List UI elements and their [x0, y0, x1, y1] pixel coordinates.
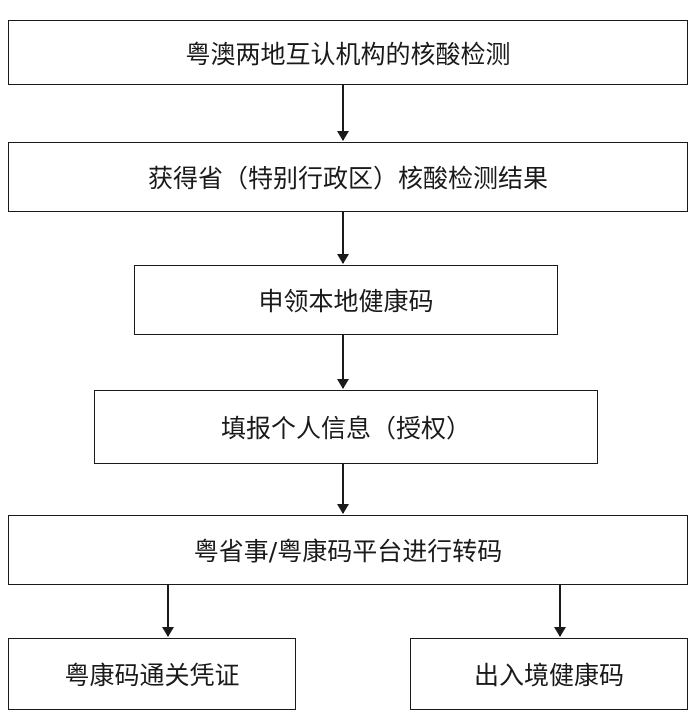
step-box-mutual-recognition-testing: 粤澳两地互认机构的核酸检测: [8, 20, 688, 85]
result-box-entry-exit-health-code: 出入境健康码: [410, 638, 688, 710]
step-box-apply-local-health-code: 申领本地健康码: [134, 265, 558, 335]
result-label: 出入境健康码: [473, 661, 624, 690]
step-label: 获得省（特别行政区）核酸检测结果: [147, 164, 548, 193]
step-label: 粤澳两地互认机构的核酸检测: [185, 39, 511, 69]
step-box-fill-personal-info: 填报个人信息（授权）: [94, 390, 598, 464]
step-label: 申领本地健康码: [258, 287, 434, 316]
step-box-platform-transcode: 粤省事/粤康码平台进行转码: [8, 515, 688, 585]
step-label: 填报个人信息（授权）: [220, 414, 471, 443]
result-box-customs-voucher: 粤康码通关凭证: [8, 638, 296, 710]
result-label: 粤康码通关凭证: [64, 661, 240, 690]
step-label: 粤省事/粤康码平台进行转码: [193, 537, 503, 566]
step-box-obtain-test-result: 获得省（特别行政区）核酸检测结果: [8, 142, 688, 212]
